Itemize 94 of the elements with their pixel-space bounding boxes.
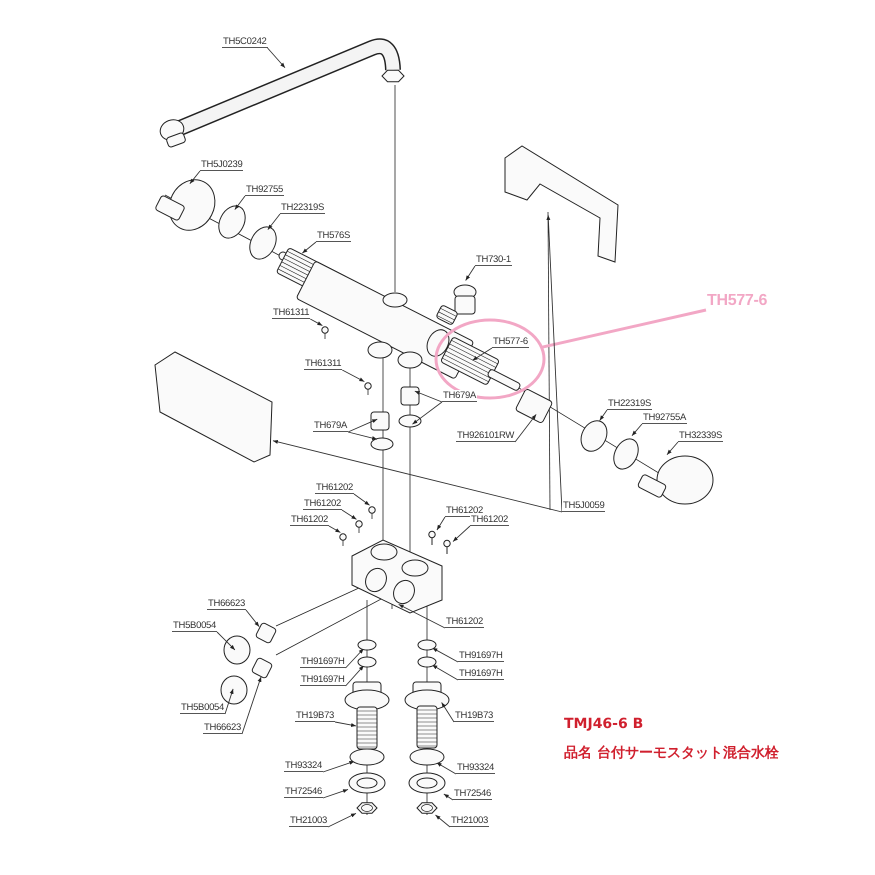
part-number-label: TH576S [316, 230, 352, 242]
leader-line [436, 516, 446, 530]
part-number-label: TH21003 [289, 815, 328, 827]
part-number-label: TH22319S [607, 398, 652, 410]
part-number-label: TH21003 [450, 815, 489, 827]
part-number-label: TH93324 [456, 762, 495, 774]
model-name-text: 品名 台付サーモスタット混合水栓 [564, 744, 779, 762]
leader-line [666, 442, 678, 456]
leader-line [599, 410, 608, 421]
washer-drawing [409, 748, 445, 766]
part-number-label: TH61202 [303, 498, 342, 510]
part-number-label: TH93324 [284, 760, 323, 772]
leader-line [328, 812, 356, 828]
part-number-label: TH679A [313, 420, 348, 432]
part-number-label: TH92755A [642, 412, 688, 424]
leader-line [234, 196, 246, 210]
leader-line [436, 762, 456, 774]
part-number-label: TH91697H [458, 650, 504, 662]
part-number-label: TH19B73 [454, 710, 494, 722]
leader-line [354, 494, 370, 506]
washer-drawing [417, 656, 437, 668]
leader-line [465, 266, 476, 281]
leader-line [441, 702, 454, 722]
leader-line [334, 722, 356, 727]
leader-line [632, 424, 642, 436]
leader-line [342, 370, 365, 382]
screw-drawing [441, 539, 453, 555]
leader-line [267, 48, 286, 68]
leader-line [310, 318, 323, 326]
leader-line [242, 676, 262, 734]
nut-drawing [416, 801, 438, 815]
leader-line [345, 648, 364, 668]
part-number-label: TH5J0059 [562, 500, 606, 512]
part-number-label: TH91697H [300, 656, 346, 668]
leader-line [412, 402, 442, 425]
leader-line [246, 610, 260, 628]
leader-line [348, 432, 378, 440]
leader-line [452, 526, 470, 542]
leader-line [435, 814, 450, 828]
washer-drawing [357, 639, 377, 651]
leader-line [189, 170, 200, 184]
part-number-label: TH61202 [315, 482, 354, 494]
part-number-label: TH926101RW [456, 430, 516, 442]
leader-line [272, 440, 562, 512]
leader-line [546, 214, 562, 512]
part-number-label: TH72546 [453, 788, 492, 800]
part-number-label: TH72546 [284, 786, 323, 798]
leader-line [342, 510, 357, 520]
washer-drawing [349, 748, 385, 766]
part-number-label: TH91697H [300, 674, 346, 686]
model-name-text: TMJ46-6 B [564, 716, 644, 732]
part-number-label: TH61311 [304, 358, 342, 370]
leader-line [322, 789, 348, 798]
leader-line [443, 794, 454, 800]
part-number-label: TH66623 [203, 722, 242, 734]
nut-drawing [356, 801, 378, 815]
screw-drawing [426, 530, 438, 546]
leader-line [414, 390, 442, 402]
leader-line [348, 418, 378, 432]
part-number-label: TH577-6 [492, 336, 529, 348]
ring-drawing [348, 772, 386, 794]
washer-drawing [357, 656, 377, 668]
part-number-label: TH5J0239 [200, 159, 244, 171]
part-number-label: TH19B73 [295, 710, 336, 722]
part-number-label: TH22319S [280, 202, 326, 214]
part-number-label: TH61311 [272, 307, 310, 319]
leader-line [514, 414, 537, 442]
leader-line [345, 665, 364, 686]
leader-line [398, 604, 446, 628]
leader-line [216, 632, 236, 650]
washer-drawing [417, 639, 437, 651]
part-number-label: TH5C0242 [222, 36, 268, 48]
leader-line [322, 760, 355, 772]
part-number-label: TH679A [442, 390, 478, 402]
part-number-label: TH61202 [445, 505, 484, 517]
leader-line [541, 308, 706, 349]
leader-line [472, 348, 492, 361]
part-number-label: TH61202 [290, 514, 329, 526]
part-number-label: TH32339S [678, 430, 724, 442]
leader-line [267, 214, 280, 230]
leader-line [302, 242, 316, 254]
ring-drawing [408, 772, 446, 794]
part-number-label: TH61202 [470, 514, 509, 526]
part-number-label: TH92755 [245, 184, 284, 196]
part-number-label: TH730-1 [475, 254, 512, 266]
part-number-label: TH91697H [458, 668, 504, 680]
leader-line [328, 526, 341, 533]
threaded-shank-drawing [356, 706, 378, 750]
part-number-label: TH66623 [207, 598, 246, 610]
part-number-label: TH61202 [445, 616, 484, 628]
part-number-label: TH5B0054 [172, 620, 218, 632]
leader-line [432, 648, 458, 662]
part-number-label: TH5B0054 [180, 702, 226, 714]
leader-line [432, 664, 458, 680]
